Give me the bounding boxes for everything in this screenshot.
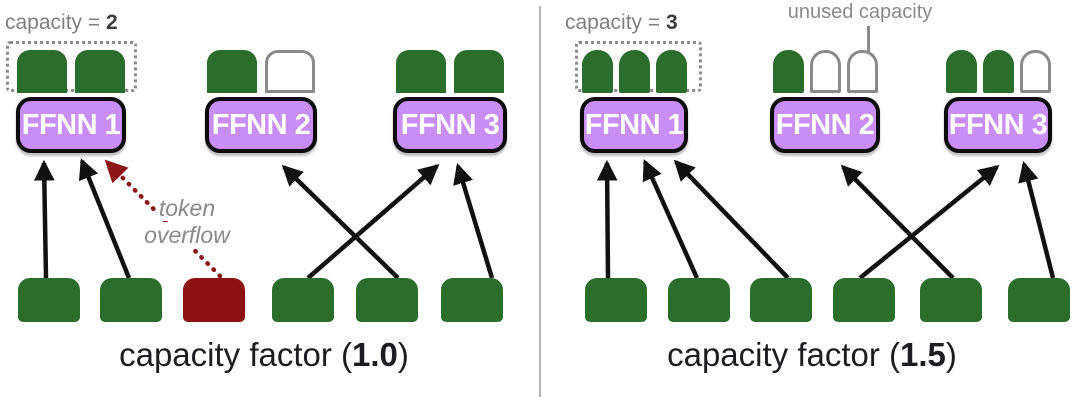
capacity-outline-left <box>6 41 137 92</box>
token <box>920 278 982 322</box>
route-arrow <box>78 158 132 279</box>
token <box>100 278 162 322</box>
capacity-slot-used <box>581 50 613 93</box>
ffnn-box: FFNN 2 <box>770 97 880 153</box>
capacity-slot-used <box>982 50 1014 93</box>
capacity-label-prefix: capacity = <box>565 11 666 34</box>
capacity-slot-used <box>207 50 257 93</box>
route-arrow <box>306 163 440 280</box>
route-arrow <box>642 159 700 279</box>
route-arrow <box>596 159 618 279</box>
caption-prefix: capacity factor ( <box>667 336 901 373</box>
token <box>750 278 812 322</box>
capacity-slot-used <box>655 50 687 93</box>
route-arrow <box>858 165 1000 280</box>
token <box>272 278 334 322</box>
ffnn-label: FFNN 3 <box>948 108 1048 141</box>
panel-divider <box>539 6 541 397</box>
unused-capacity-pointer-line <box>867 26 870 53</box>
capacity-slot-used <box>772 50 804 93</box>
capacity-label-left: capacity = 2 <box>5 11 118 35</box>
ffnn-box: FFNN 1 <box>580 97 688 153</box>
token <box>585 278 647 322</box>
unused-capacity-annotation: unused capacity <box>787 1 933 23</box>
caption-value: 1.5 <box>900 336 946 373</box>
capacity-slot-used <box>396 50 446 93</box>
token <box>356 278 418 322</box>
route-arrow <box>453 163 495 279</box>
route-arrow <box>673 159 790 280</box>
token <box>18 278 80 322</box>
token <box>668 278 730 322</box>
caption-capacity-factor-1.5: capacity factor (1.5) <box>548 336 1076 374</box>
capacity-slot-used <box>17 50 67 93</box>
ffnn-label: FFNN 3 <box>400 108 500 141</box>
caption-suffix: ) <box>397 336 409 373</box>
capacity-value: 3 <box>665 11 678 34</box>
token-overflow-line1: token <box>156 195 218 221</box>
capacity-slot-unused <box>265 50 315 93</box>
capacity-slot-unused <box>846 50 878 93</box>
ffnn-box: FFNN 3 <box>944 97 1052 153</box>
route-arrow <box>281 164 400 280</box>
caption-prefix: capacity factor ( <box>119 336 353 373</box>
route-arrow <box>1018 160 1056 279</box>
token <box>833 278 895 322</box>
capacity-value: 2 <box>105 11 118 34</box>
ffnn-label: FFNN 1 <box>584 108 684 141</box>
capacity-slot-used <box>945 50 977 93</box>
ffnn-box: FFNN 2 <box>205 97 317 153</box>
caption-value: 1.0 <box>352 336 398 373</box>
capacity-label-prefix: capacity = <box>5 11 106 34</box>
ffnn-box: FFNN 3 <box>393 97 507 153</box>
token <box>1008 278 1070 322</box>
ffnn-box: FFNN 1 <box>16 97 126 153</box>
overflow-route-arrow <box>104 159 223 279</box>
ffnn-label: FFNN 2 <box>775 108 875 141</box>
capacity-slot-used <box>75 50 125 93</box>
capacity-slot-used <box>454 50 504 93</box>
capacity-slot-used <box>618 50 650 93</box>
route-arrow <box>33 159 55 279</box>
caption-capacity-factor-1.0: capacity factor (1.0) <box>0 336 528 374</box>
token-overflow <box>183 278 245 322</box>
route-arrow <box>840 164 955 280</box>
token-overflow-annotation: token overflow <box>112 195 262 249</box>
token <box>441 278 503 322</box>
token-overflow-line2: overflow <box>142 222 232 248</box>
ffnn-label: FFNN 1 <box>21 108 121 141</box>
capacity-label-right: capacity = 3 <box>565 11 678 35</box>
capacity-slot-unused <box>1019 50 1051 93</box>
caption-suffix: ) <box>945 336 957 373</box>
capacity-slot-unused <box>809 50 841 93</box>
ffnn-label: FFNN 2 <box>211 108 311 141</box>
